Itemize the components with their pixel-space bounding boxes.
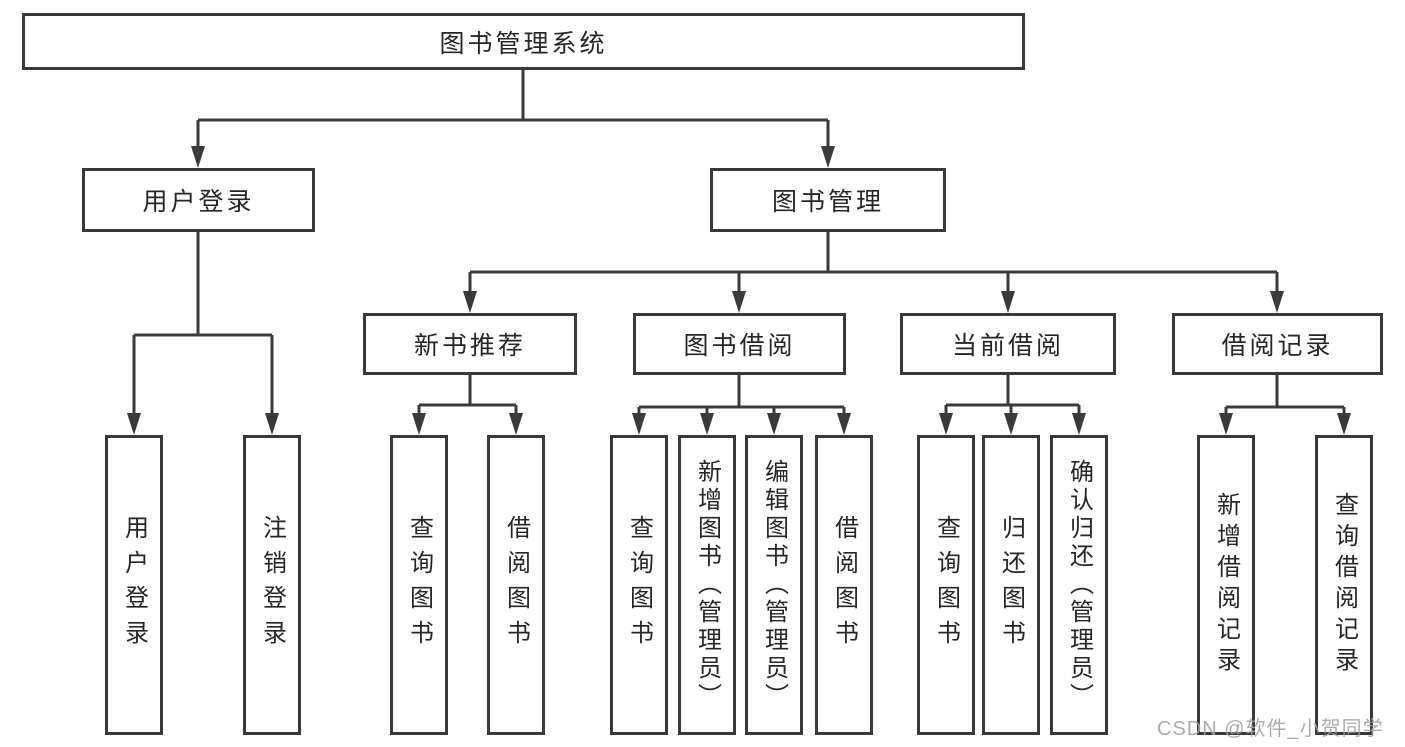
arrowhead-icon (463, 291, 477, 313)
node-label: 注销登录 (258, 515, 286, 655)
arrowhead-icon (1001, 291, 1015, 313)
leaf-query-books-borrow: 查询图书 (610, 435, 668, 735)
node-label: 查询图书 (625, 515, 653, 655)
leaf-user-login: 用户登录 (105, 435, 163, 735)
arrowhead-icon (767, 413, 781, 435)
connector-borrow-records-children (1219, 375, 1351, 435)
arrowhead-icon (1004, 413, 1018, 435)
node-label: 用户登录 (120, 515, 148, 655)
node-book-borrow: 图书借阅 (633, 313, 846, 375)
node-label: 图书借阅 (683, 332, 796, 360)
arrowhead-icon (191, 146, 205, 168)
arrowhead-icon (700, 413, 714, 435)
node-library-management-system: 图书管理系统 (22, 13, 1025, 70)
leaf-query-books-recommend: 查询图书 (390, 435, 448, 735)
node-label: 编辑图书（管理员） (760, 459, 788, 711)
node-label: 查询借阅记录 (1330, 492, 1358, 678)
arrowhead-icon (127, 413, 141, 435)
node-label: 查询图书 (405, 515, 433, 655)
csdn-watermark: CSDN @软件_小贺同学 (1157, 718, 1384, 740)
leaf-return-books: 归还图书 (982, 435, 1040, 735)
arrowhead-icon (1072, 413, 1086, 435)
leaf-add-books-admin: 新增图书（管理员） (678, 435, 736, 735)
connector-book-management-children (463, 232, 1284, 313)
node-label: 新增借阅记录 (1212, 492, 1240, 678)
arrowhead-icon (1337, 413, 1351, 435)
leaf-borrow-books-recommend: 借阅图书 (487, 435, 545, 735)
arrowhead-icon (1219, 413, 1233, 435)
arrowhead-icon (412, 413, 426, 435)
connector-root-children (191, 69, 835, 168)
node-label: 新增图书（管理员） (693, 459, 721, 711)
arrowhead-icon (509, 413, 523, 435)
leaf-edit-books-admin: 编辑图书（管理员） (745, 435, 803, 735)
node-label: 确认归还（管理员） (1065, 459, 1093, 711)
arrowhead-icon (939, 413, 953, 435)
connector-new-book-recommend-children (412, 375, 523, 435)
connector-book-borrow-children (632, 375, 851, 435)
arrowhead-icon (265, 413, 279, 435)
node-user-login: 用户登录 (82, 168, 315, 232)
leaf-confirm-return-admin: 确认归还（管理员） (1050, 435, 1108, 735)
node-label: 借阅图书 (502, 515, 530, 655)
arrowhead-icon (821, 146, 835, 168)
node-label: 用户登录 (142, 188, 255, 216)
node-new-book-recommend: 新书推荐 (363, 313, 577, 375)
leaf-query-books-current: 查询图书 (917, 435, 975, 735)
node-label: 图书管理系统 (439, 29, 608, 58)
arrowhead-icon (1270, 291, 1284, 313)
node-label: 归还图书 (997, 515, 1025, 655)
node-label: 借阅图书 (830, 515, 858, 655)
node-borrow-records: 借阅记录 (1172, 313, 1383, 375)
node-label: 查询图书 (932, 515, 960, 655)
connector-current-borrow-children (939, 375, 1086, 435)
node-current-borrow: 当前借阅 (900, 313, 1116, 375)
leaf-logout: 注销登录 (243, 435, 301, 735)
arrowhead-icon (632, 413, 646, 435)
leaf-add-borrow-record: 新增借阅记录 (1197, 435, 1255, 735)
node-label: 借阅记录 (1221, 332, 1334, 360)
arrowhead-icon (732, 291, 746, 313)
node-label: 图书管理 (771, 188, 884, 216)
arrowhead-icon (837, 413, 851, 435)
leaf-query-borrow-record: 查询借阅记录 (1315, 435, 1373, 735)
connector-user-login-children (127, 232, 279, 435)
leaf-borrow-books-borrow: 借阅图书 (815, 435, 873, 735)
node-label: 新书推荐 (413, 332, 526, 360)
node-label: 当前借阅 (951, 332, 1064, 360)
node-book-management: 图书管理 (710, 168, 946, 232)
